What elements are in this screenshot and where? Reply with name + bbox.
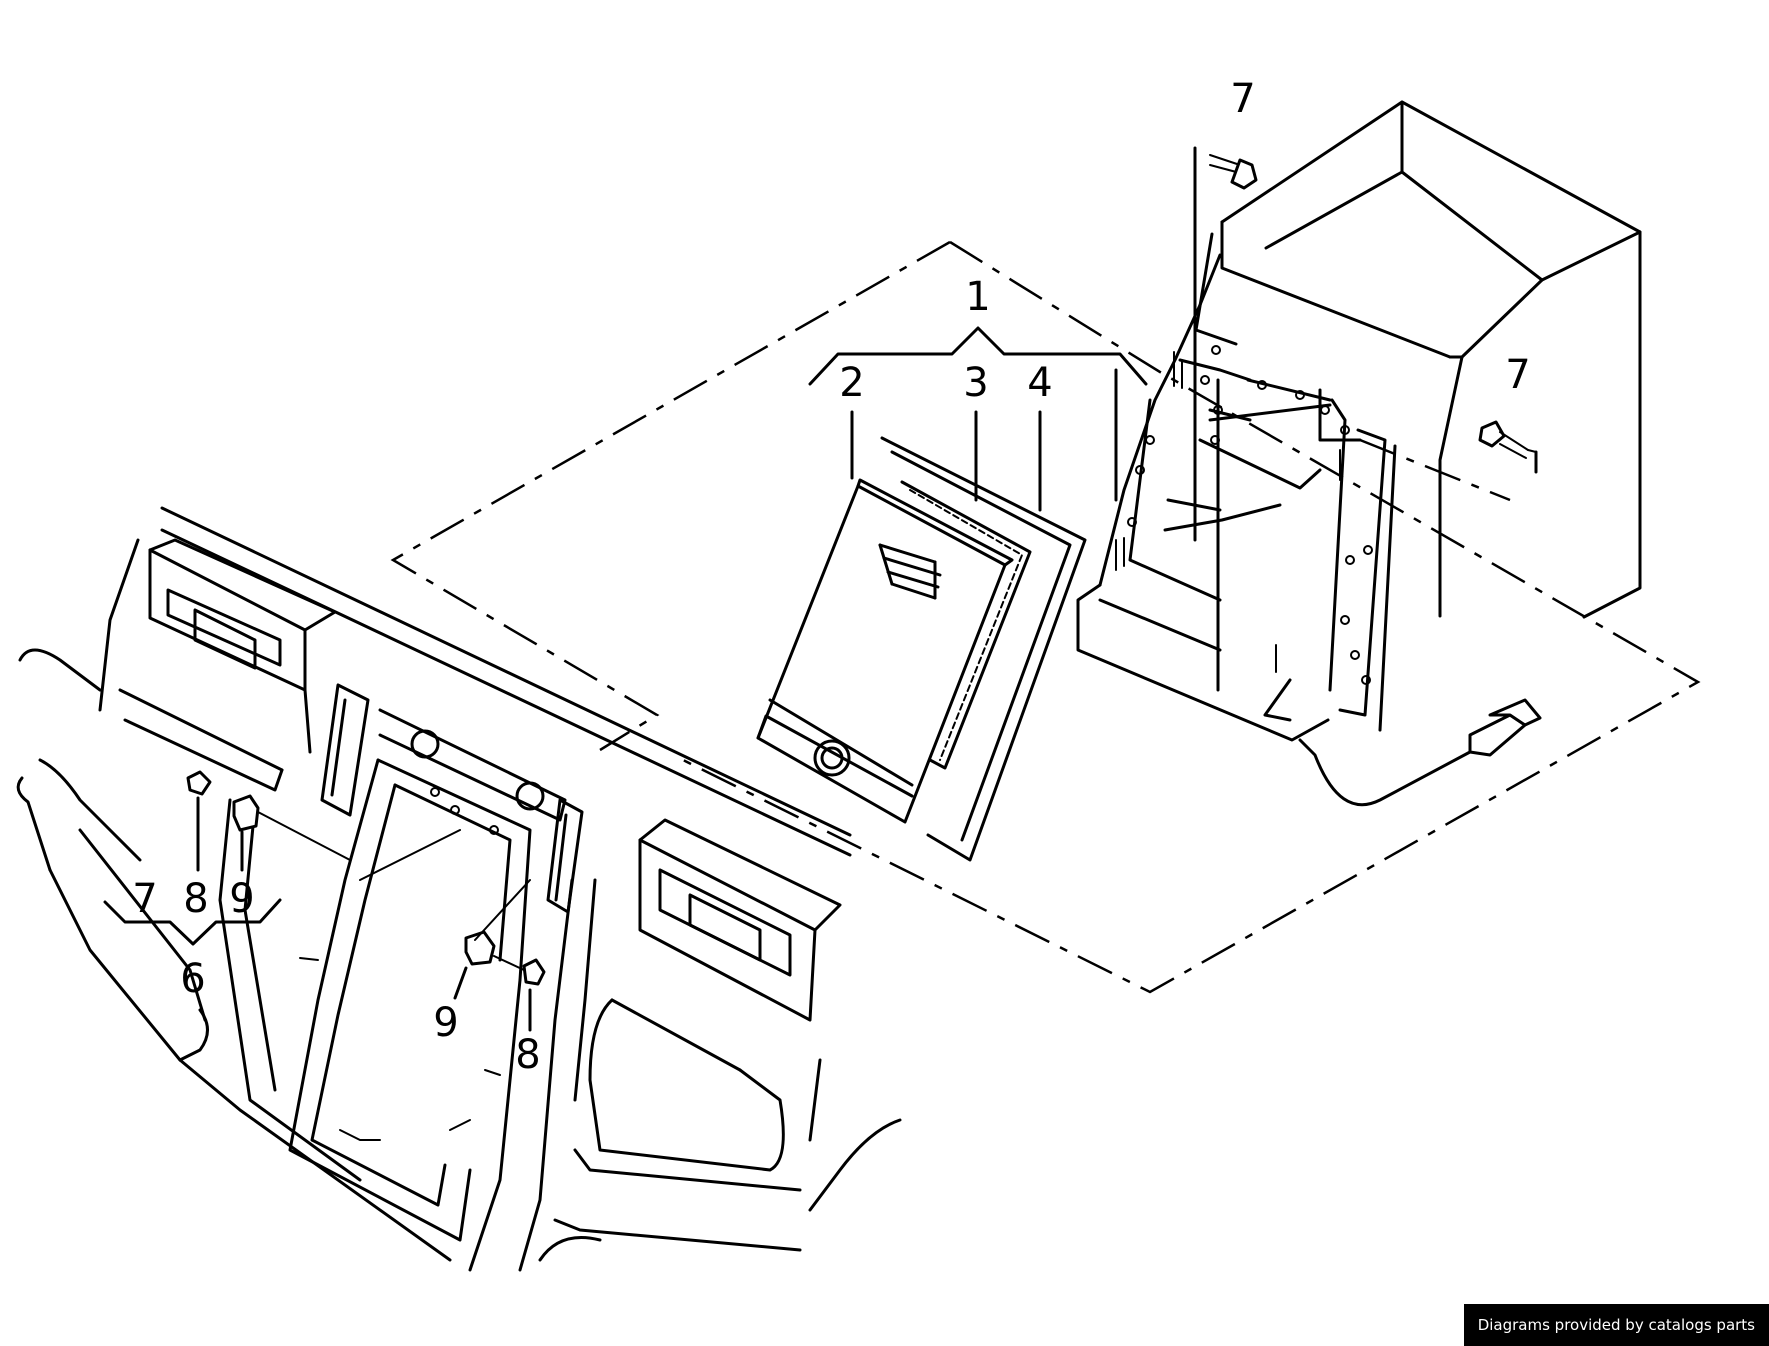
lid-frame [880,436,1087,862]
bolt-top [1193,146,1258,542]
clip-nut-center [359,829,546,1032]
callout-4: 4 [1027,360,1052,406]
diagram-credit-badge: Diagrams provided by catalogs parts [1463,1304,1769,1346]
callout-6: 6 [180,956,205,1002]
clip-nut-left [186,770,351,872]
callout-7-top: 7 [1230,76,1255,122]
callout-3: 3 [963,360,988,406]
callout-7-left: 7 [132,876,157,922]
bolt-right [1478,420,1538,474]
dashboard-console [16,506,902,1272]
storage-compartment-housing [1076,100,1642,807]
callout-labels: 1 2 3 4 7 7 7 8 9 6 9 8 [132,76,1530,1078]
callout-9-center: 9 [433,1000,458,1046]
callout-1: 1 [965,274,990,320]
lid-cover [756,478,1014,824]
callout-8-center: 8 [515,1032,540,1078]
callout-7-right: 7 [1505,352,1530,398]
callout-leaders-top [808,326,1148,512]
callout-9-left: 9 [229,876,254,922]
callout-2: 2 [839,360,864,406]
callout-8-left: 8 [183,876,208,922]
callout-bracket-6 [103,898,282,946]
lid-seal [900,480,1032,770]
